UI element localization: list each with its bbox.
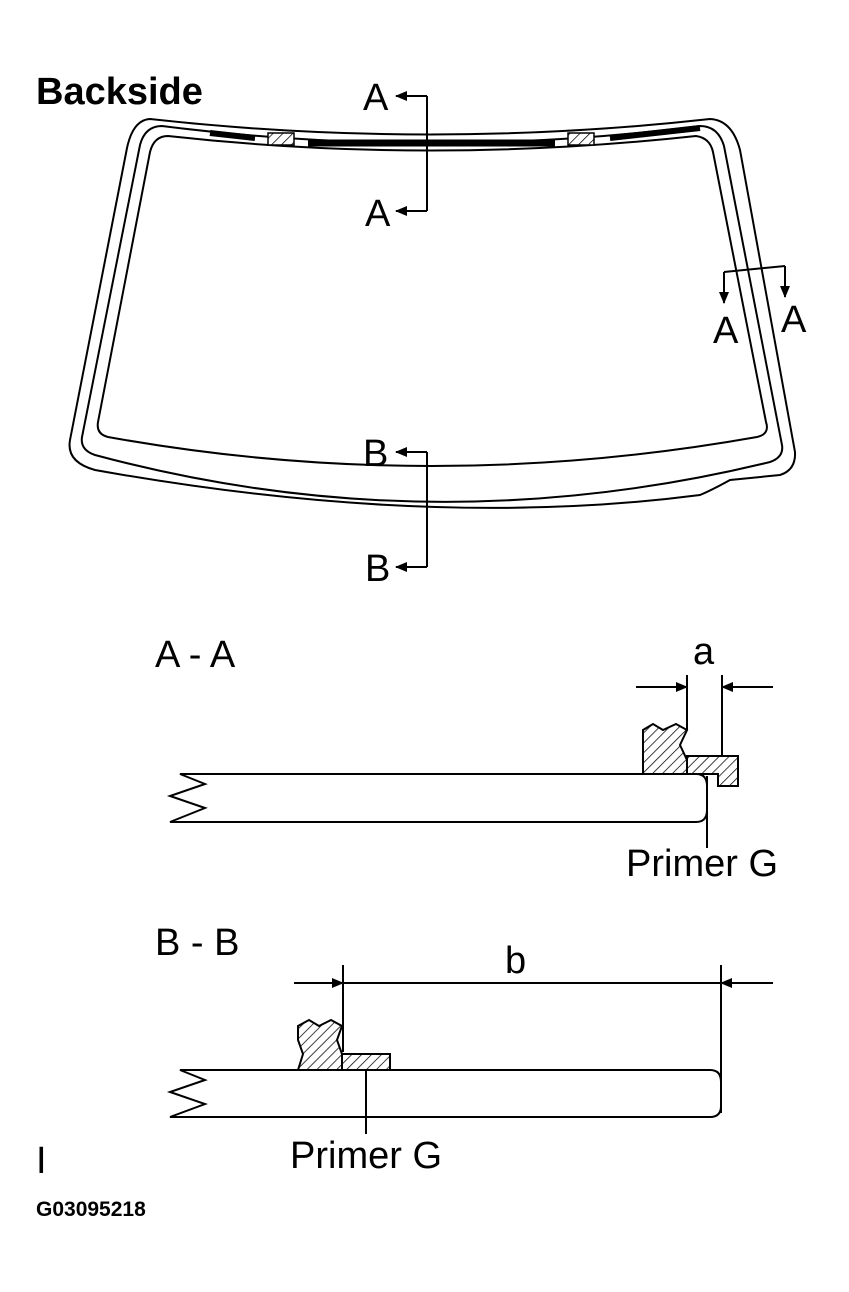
spacer-block-right	[567, 132, 595, 146]
marker-b-upper: B	[363, 433, 388, 475]
adhesive-aa	[686, 755, 739, 787]
marker-a-right-left: A	[713, 310, 739, 352]
primer-g-callout-bb: Primer G	[290, 1135, 442, 1177]
windshield-glass	[68, 117, 797, 509]
diagram-title: Backside	[36, 71, 203, 113]
dimension-b-label: b	[505, 940, 526, 982]
dimension-a-label: a	[693, 631, 715, 673]
figure-code: G03095218	[36, 1198, 146, 1221]
section-aa-heading: A - A	[155, 634, 236, 676]
primer-g-callout-aa: Primer G	[626, 843, 778, 885]
molding-bb	[296, 1018, 344, 1071]
spacer-block-left	[267, 132, 295, 146]
section-bb-detail: B - B b Primer G	[155, 922, 773, 1177]
margin-mark: I	[36, 1140, 47, 1182]
section-line-aa-top: A A	[363, 77, 428, 235]
section-bb-heading: B - B	[155, 922, 239, 964]
marker-a-top-lower: A	[365, 193, 391, 235]
marker-a-top-upper: A	[363, 77, 389, 119]
adhesive-bb	[341, 1053, 391, 1071]
section-line-aa-right: A A	[713, 265, 807, 352]
marker-a-right-right: A	[781, 299, 807, 341]
section-line-bb: B B	[363, 433, 428, 590]
molding-aa	[642, 722, 689, 775]
marker-b-lower: B	[365, 548, 390, 590]
section-aa-detail: A - A a Primer G	[155, 631, 778, 885]
